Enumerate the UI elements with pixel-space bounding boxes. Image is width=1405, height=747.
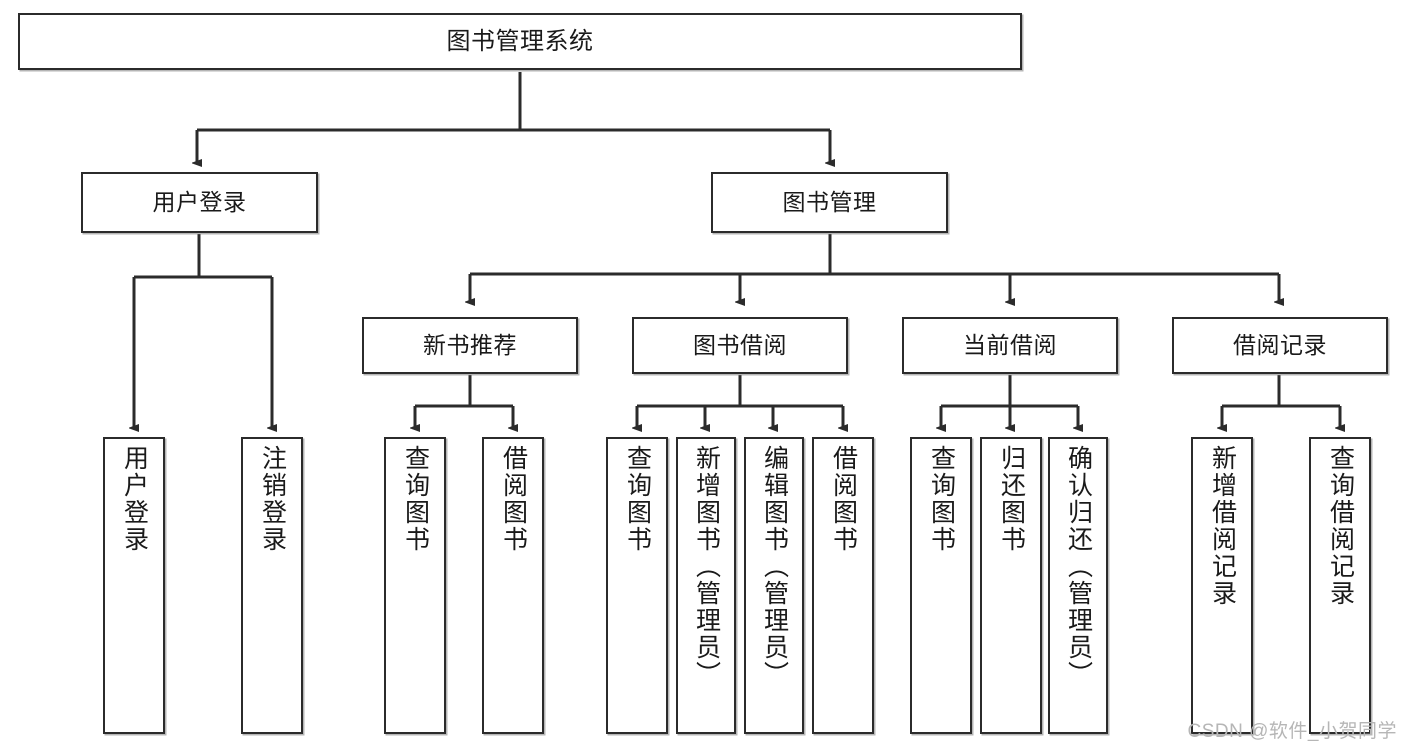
node-label: 查询图书 <box>623 445 652 553</box>
leaf-new-book-borrow-book[interactable]: 借阅图书 <box>482 437 544 734</box>
node-label: 用户登录 <box>120 445 149 553</box>
csdn-watermark: CSDN @软件_小贺同学 <box>1187 721 1397 742</box>
node-book-management[interactable]: 图书管理 <box>711 172 948 233</box>
node-label: 新书推荐 <box>423 332 517 359</box>
node-root-book-management-system[interactable]: 图书管理系统 <box>18 13 1022 70</box>
node-label: 图书借阅 <box>693 332 787 359</box>
leaf-borrow-record-add-record[interactable]: 新增借阅记录 <box>1191 437 1253 734</box>
node-label: 确认归还（管理员） <box>1064 445 1093 688</box>
leaf-book-borrow-edit-book-admin[interactable]: 编辑图书（管理员） <box>744 437 804 734</box>
leaf-book-borrow-borrow-book[interactable]: 借阅图书 <box>812 437 874 734</box>
node-label: 借阅图书 <box>829 445 858 553</box>
node-label: 当前借阅 <box>963 332 1057 359</box>
node-label: 注销登录 <box>258 445 287 553</box>
node-label: 借阅图书 <box>499 445 528 553</box>
leaf-current-borrow-confirm-return-admin[interactable]: 确认归还（管理员） <box>1048 437 1108 734</box>
node-label: 借阅记录 <box>1233 332 1327 359</box>
leaf-borrow-record-query-record[interactable]: 查询借阅记录 <box>1309 437 1371 734</box>
node-book-borrow[interactable]: 图书借阅 <box>632 317 848 374</box>
node-label: 新增图书（管理员） <box>692 445 721 688</box>
leaf-book-borrow-query-book[interactable]: 查询图书 <box>606 437 668 734</box>
leaf-user-login-logout[interactable]: 注销登录 <box>241 437 303 734</box>
node-label: 图书管理 <box>782 189 877 216</box>
node-current-borrow[interactable]: 当前借阅 <box>902 317 1118 374</box>
leaf-current-borrow-return-book[interactable]: 归还图书 <box>980 437 1042 734</box>
leaf-current-borrow-query-book[interactable]: 查询图书 <box>910 437 972 734</box>
node-new-book-recommend[interactable]: 新书推荐 <box>362 317 578 374</box>
node-user-login[interactable]: 用户登录 <box>81 172 318 233</box>
leaf-book-borrow-add-book-admin[interactable]: 新增图书（管理员） <box>676 437 736 734</box>
leaf-new-book-query-book[interactable]: 查询图书 <box>384 437 446 734</box>
node-label: 编辑图书（管理员） <box>760 445 789 688</box>
node-label: 查询图书 <box>401 445 430 553</box>
leaf-user-login-login[interactable]: 用户登录 <box>103 437 165 734</box>
node-label: 归还图书 <box>997 445 1026 553</box>
node-borrow-record[interactable]: 借阅记录 <box>1172 317 1388 374</box>
node-label: 查询借阅记录 <box>1326 445 1355 607</box>
node-label: 用户登录 <box>152 189 247 216</box>
node-label: 图书管理系统 <box>446 27 594 55</box>
node-label: 查询图书 <box>927 445 956 553</box>
node-label: 新增借阅记录 <box>1208 445 1237 607</box>
